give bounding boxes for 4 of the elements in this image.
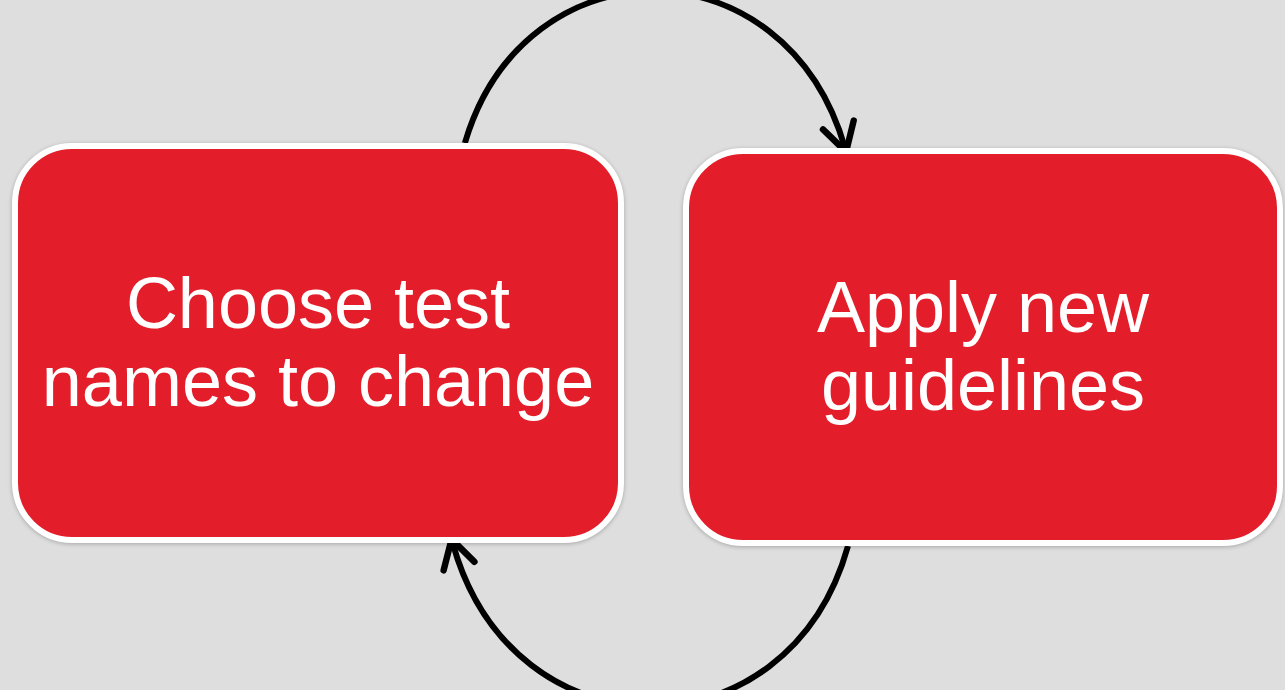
process-box [12, 143, 624, 543]
box-label: Apply new guidelines [815, 269, 1151, 425]
process-box [683, 148, 1283, 546]
box-label: Choose test names to change [40, 265, 596, 421]
